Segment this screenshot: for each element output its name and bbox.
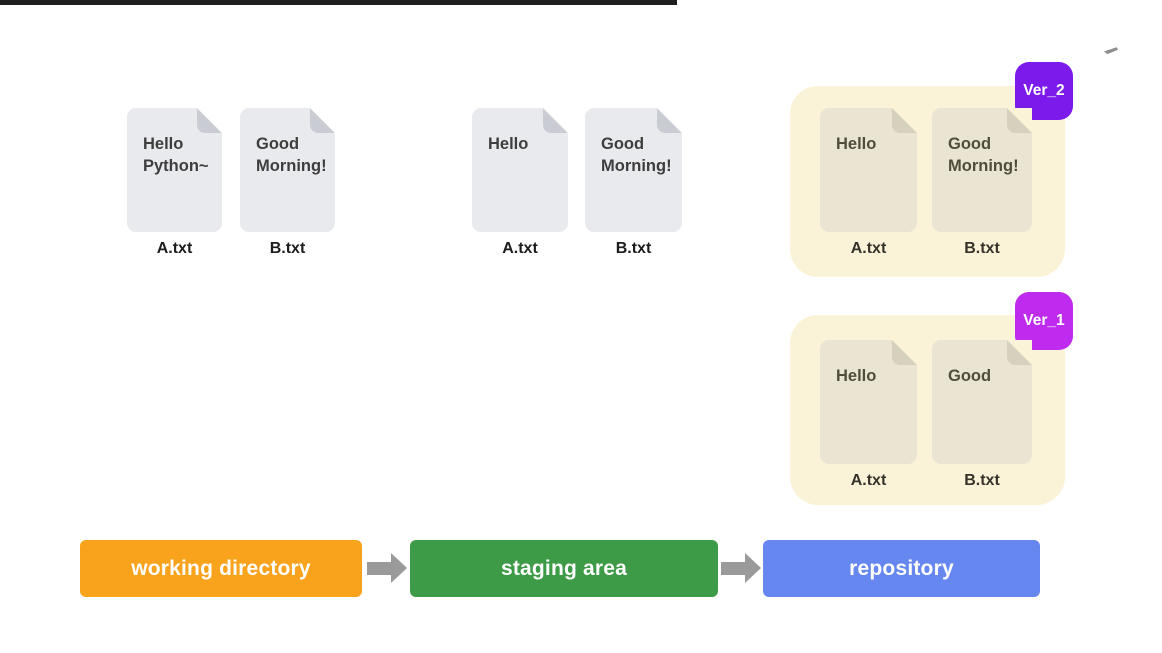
file-a-txt: Hello A.txt — [820, 340, 917, 489]
file-icon — [820, 108, 917, 232]
file-label: A.txt — [502, 240, 538, 257]
file-content: Good Morning! — [601, 135, 672, 175]
file-label: B.txt — [964, 240, 1000, 257]
file-content: Hello — [836, 135, 877, 153]
arrow-head — [745, 553, 761, 583]
working-directory-bar: working directory — [80, 540, 362, 597]
file-label: B.txt — [964, 472, 1000, 489]
file-icon — [585, 108, 682, 232]
top-rule — [0, 0, 677, 5]
file-content: Good — [948, 367, 992, 385]
file-label: A.txt — [156, 240, 193, 257]
stray-tick-mark — [1104, 47, 1119, 55]
file-content: Hello Python~ — [143, 135, 209, 175]
file-icon — [820, 340, 917, 464]
arrow-right-icon — [367, 553, 407, 583]
arrow-head — [391, 553, 407, 583]
file-label: A.txt — [850, 472, 887, 489]
arrow-shaft — [721, 562, 745, 575]
file-content: Hello — [836, 367, 877, 385]
file-content: Good Morning! — [256, 135, 327, 175]
repository-bar: repository — [763, 540, 1040, 597]
file-a-txt: Hello A.txt — [472, 108, 568, 257]
file-label: B.txt — [615, 240, 652, 257]
file-label: B.txt — [269, 240, 306, 257]
file-b-txt: Good Morning! B.txt — [240, 108, 335, 257]
file-b-txt: Good B.txt — [932, 340, 1032, 489]
arrow-right-icon — [721, 553, 761, 583]
file-b-txt: Good Morning! B.txt — [585, 108, 682, 257]
file-a-txt: Hello A.txt — [820, 108, 917, 257]
file-a-txt: Hello Python~ A.txt — [127, 108, 222, 257]
file-content: Good Morning! — [948, 135, 1019, 175]
file-icon — [932, 340, 1032, 464]
file-icon — [240, 108, 335, 232]
file-b-txt: Good Morning! B.txt — [932, 108, 1032, 257]
file-icon — [472, 108, 568, 232]
arrow-shaft — [367, 562, 391, 575]
file-content: Hello — [488, 135, 529, 153]
file-icon — [932, 108, 1032, 232]
staging-area-bar: staging area — [410, 540, 718, 597]
file-label: A.txt — [850, 240, 887, 257]
file-icon — [127, 108, 222, 232]
